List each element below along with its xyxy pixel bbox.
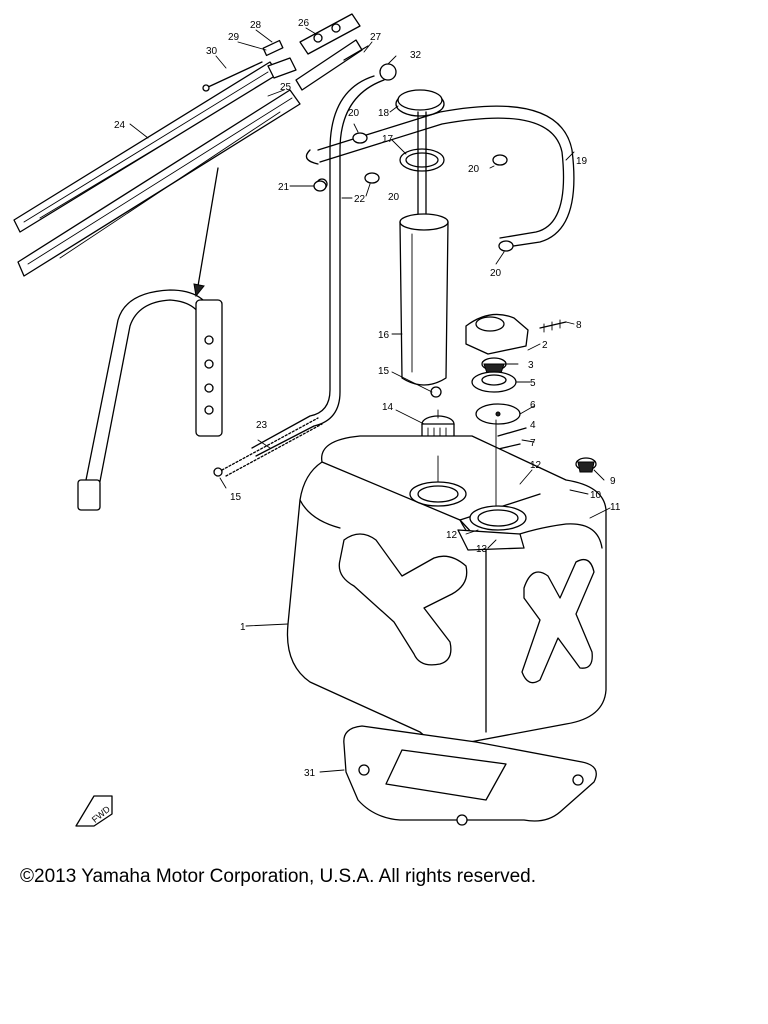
vent-hose <box>305 105 575 249</box>
front-direction-marker: FWD <box>75 795 113 827</box>
callout-21: 21 <box>278 182 290 193</box>
callout-12a: 12 <box>530 460 542 471</box>
callout-20c: 20 <box>388 192 400 203</box>
callout-23: 23 <box>256 420 268 431</box>
callout-1: 1 <box>240 622 246 633</box>
callout-24: 24 <box>114 120 126 131</box>
callout-2: 2 <box>542 340 548 351</box>
callout-29: 29 <box>228 32 240 43</box>
callout-20a: 20 <box>348 108 360 119</box>
callout-18: 18 <box>378 108 390 119</box>
grommets <box>313 132 514 252</box>
callout-22: 22 <box>354 194 366 205</box>
callout-28: 28 <box>250 20 262 31</box>
fuel-tank-exploded-diagram: FWD <box>13 13 621 827</box>
tank-strap-assembly <box>13 13 369 277</box>
callout-3: 3 <box>528 360 534 371</box>
callout-5: 5 <box>530 378 536 389</box>
hook-strap <box>77 167 223 511</box>
callout-20d: 20 <box>490 268 502 279</box>
callout-16: 16 <box>378 330 390 341</box>
callout-9: 9 <box>610 476 616 487</box>
callout-27: 27 <box>370 32 382 43</box>
tank-base-plate <box>343 725 597 826</box>
callout-15b: 15 <box>230 492 242 503</box>
callout-6: 6 <box>530 400 536 411</box>
callout-13: 13 <box>476 544 488 555</box>
callout-20b: 20 <box>468 164 480 175</box>
fuel-pickup-assembly <box>379 63 455 457</box>
callout-8: 8 <box>576 320 582 331</box>
callout-25: 25 <box>280 82 292 93</box>
fuel-tank <box>286 419 607 746</box>
callout-11: 11 <box>610 502 621 513</box>
callout-26: 26 <box>298 18 310 29</box>
callout-10: 10 <box>590 490 602 501</box>
callout-14: 14 <box>382 402 394 413</box>
leader-lines <box>129 27 611 773</box>
callout-4: 4 <box>530 420 536 431</box>
callout-30: 30 <box>206 46 218 57</box>
callout-7: 7 <box>530 438 536 449</box>
callout-12b: 12 <box>446 530 458 541</box>
callout-31: 31 <box>304 768 316 779</box>
copyright-notice: ©2013 Yamaha Motor Corporation, U.S.A. A… <box>20 866 536 887</box>
callout-32: 32 <box>410 50 422 61</box>
callout-15a: 15 <box>378 366 390 377</box>
callout-19: 19 <box>576 156 588 167</box>
callout-numbers: 1 2 3 4 5 6 7 8 9 10 11 12 12 13 14 15 1… <box>114 18 621 779</box>
callout-17: 17 <box>382 134 394 145</box>
